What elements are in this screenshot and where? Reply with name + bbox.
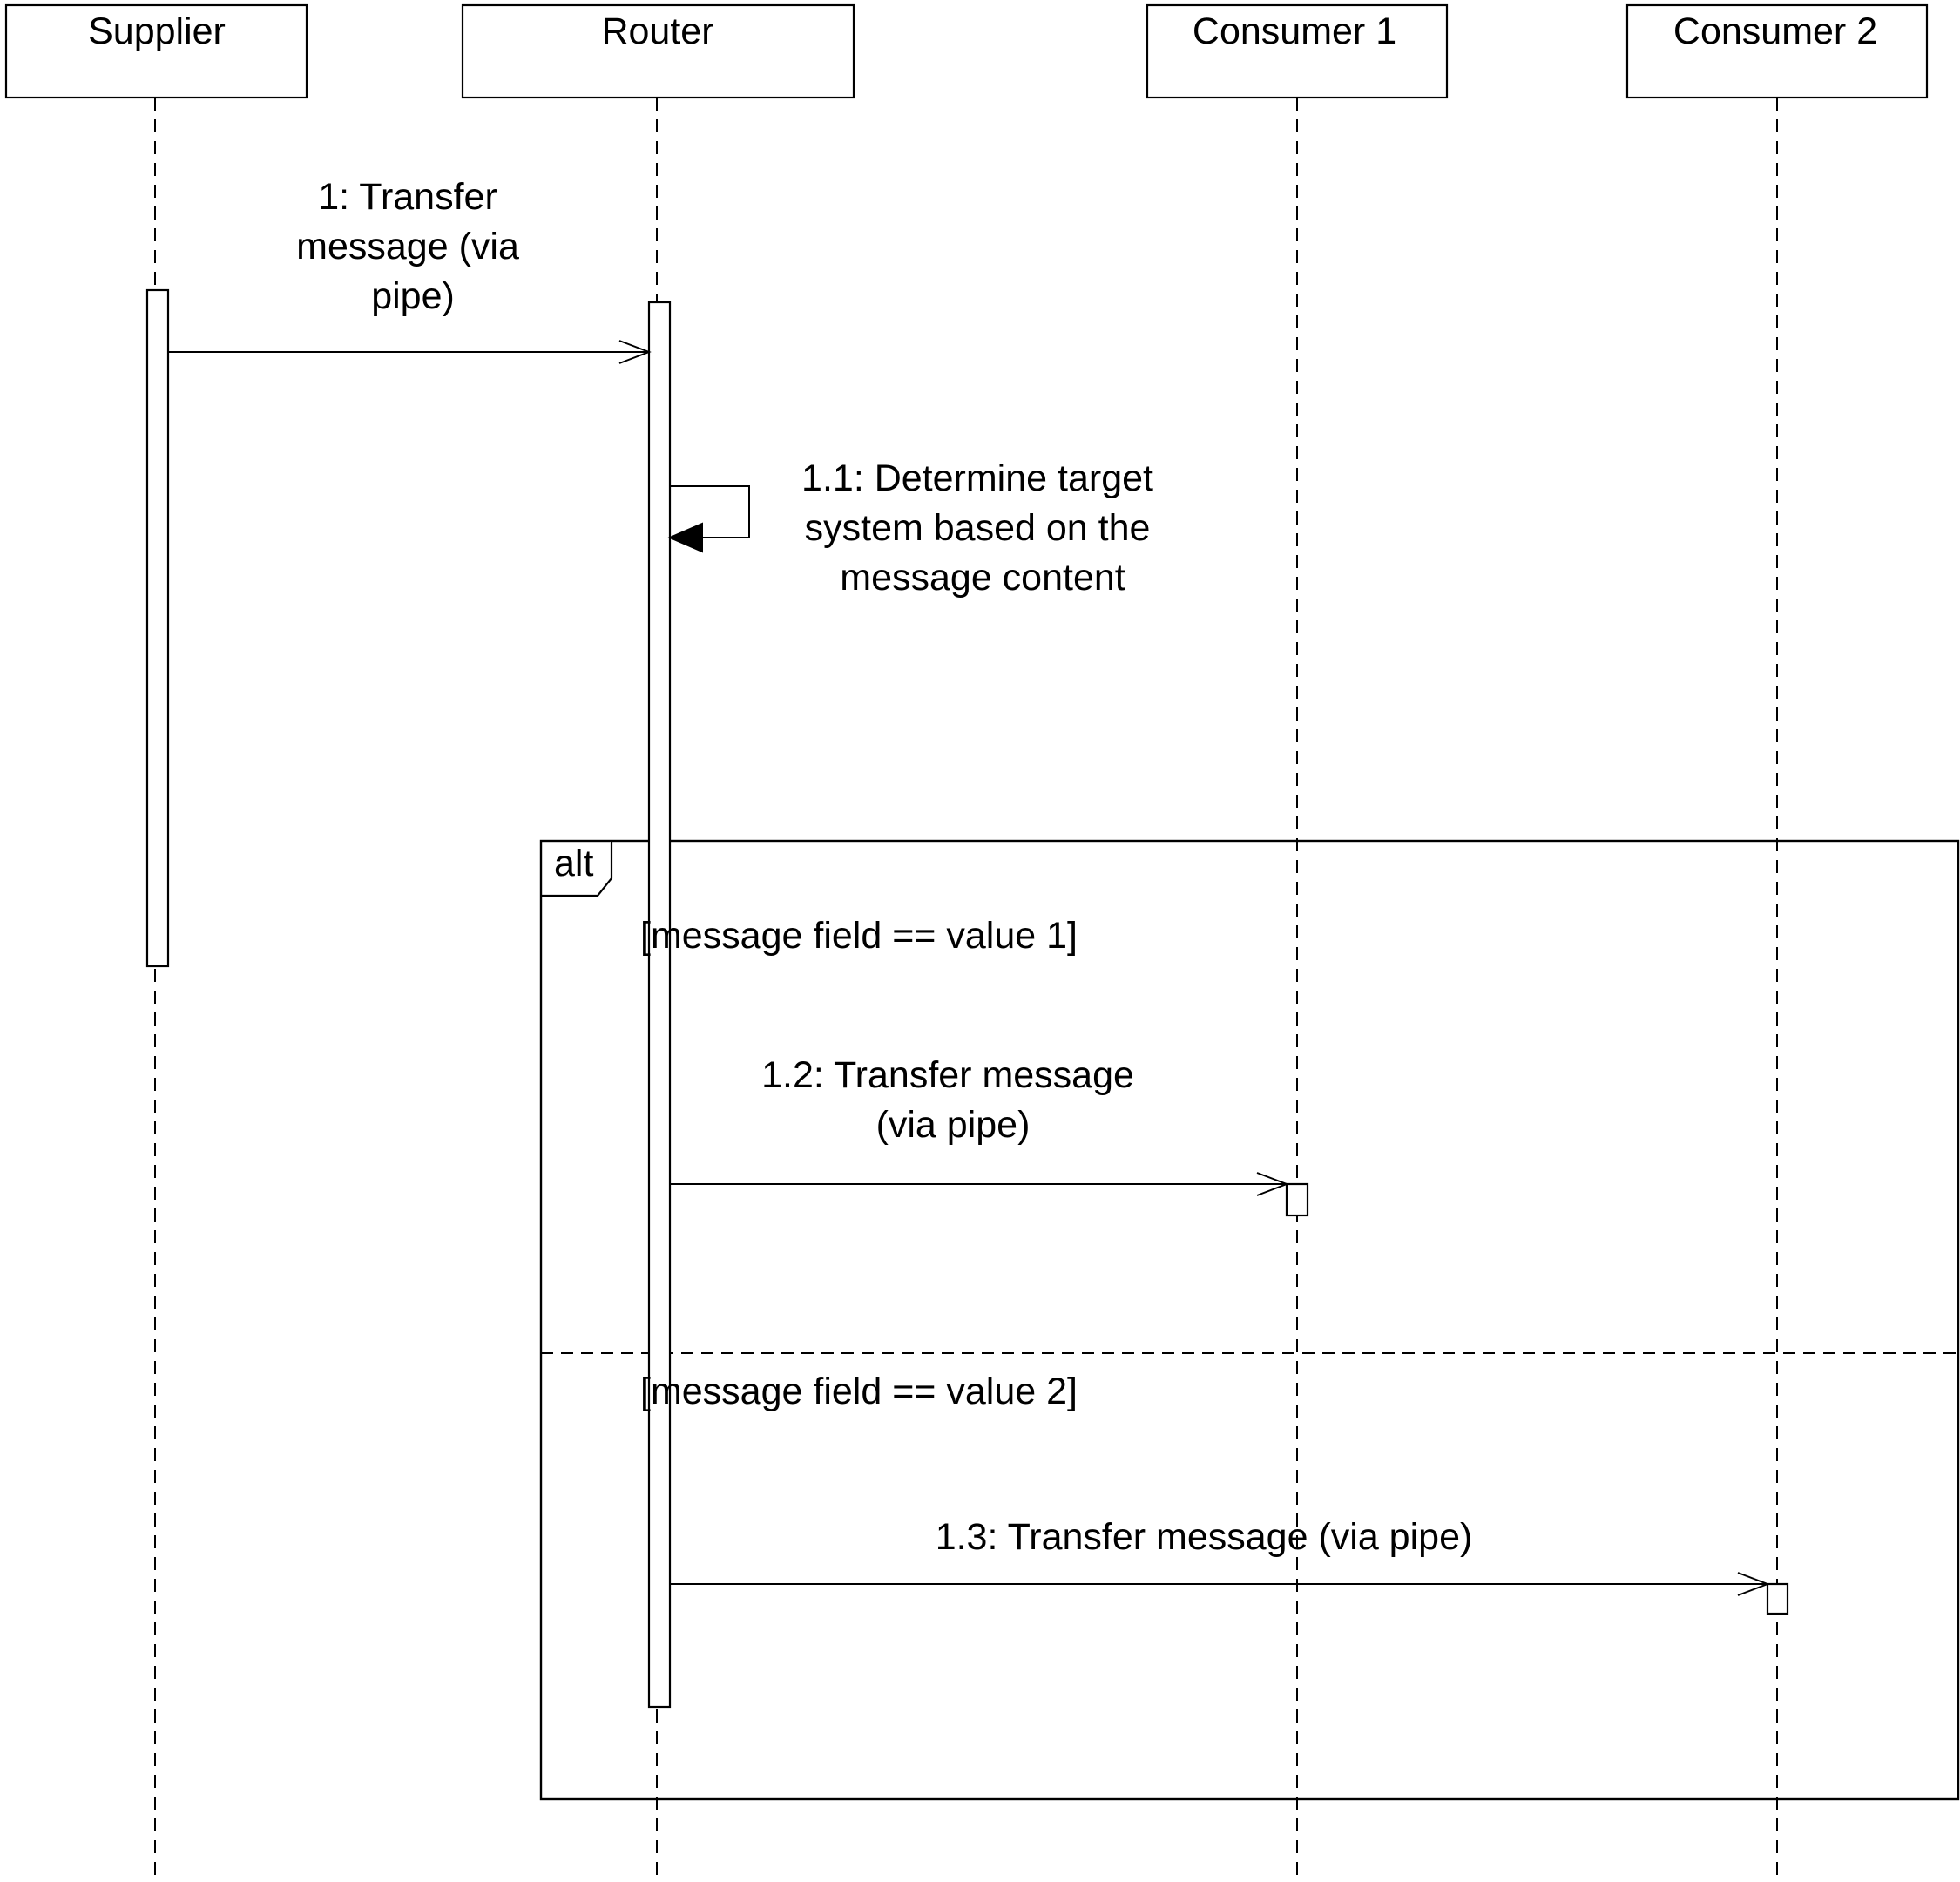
- message-1-1-arrow: [670, 485, 750, 538]
- message-1-1-label: 1.1: Determine target system based on th…: [801, 457, 1164, 599]
- participant-router-label: Router: [601, 10, 713, 52]
- message-1-label: 1: Transfer message (via pipe): [296, 176, 530, 317]
- activation-consumer-2: [1766, 1582, 1789, 1615]
- message-1-1-label-line-1: 1.1: Determine target: [801, 457, 1153, 499]
- message-1-1-arrowhead: [667, 522, 703, 553]
- participant-consumer-2: Consumer 2: [1625, 3, 1929, 99]
- message-1-label-line-3: pipe): [371, 275, 455, 317]
- alt-operator-tab: [541, 841, 613, 897]
- message-1-1-label-line-2: system based on the: [805, 507, 1151, 549]
- participant-router: Router: [461, 3, 855, 99]
- participant-consumer-2-label: Consumer 2: [1673, 10, 1877, 52]
- message-1-3-label: 1.3: Transfer message (via pipe): [936, 1516, 1473, 1558]
- participant-consumer-1: Consumer 1: [1146, 3, 1449, 99]
- alt-fragment: alt: [539, 839, 1960, 1801]
- activation-supplier: [145, 288, 170, 968]
- message-1-2-label: 1.2: Transfer message (via pipe): [761, 1054, 1145, 1146]
- message-1-2-label-line-2: (via pipe): [876, 1104, 1031, 1146]
- participant-consumer-1-label: Consumer 1: [1193, 10, 1396, 52]
- guard-1: [message field == value 1]: [640, 915, 1078, 957]
- activation-consumer-1: [1285, 1182, 1309, 1217]
- message-1-1-label-line-3: message content: [840, 557, 1125, 599]
- participant-supplier: Supplier: [4, 3, 308, 99]
- alt-operator-label: alt: [554, 843, 593, 884]
- participant-supplier-label: Supplier: [88, 10, 226, 52]
- guard-2: [message field == value 2]: [640, 1371, 1078, 1412]
- message-1-label-line-1: 1: Transfer: [318, 176, 497, 218]
- message-1-2-label-line-1: 1.2: Transfer message: [761, 1054, 1134, 1096]
- message-1-label-line-2: message (via: [296, 226, 519, 267]
- message-1-3-label-line-1: 1.3: Transfer message (via pipe): [936, 1516, 1473, 1558]
- activation-router: [647, 301, 672, 1709]
